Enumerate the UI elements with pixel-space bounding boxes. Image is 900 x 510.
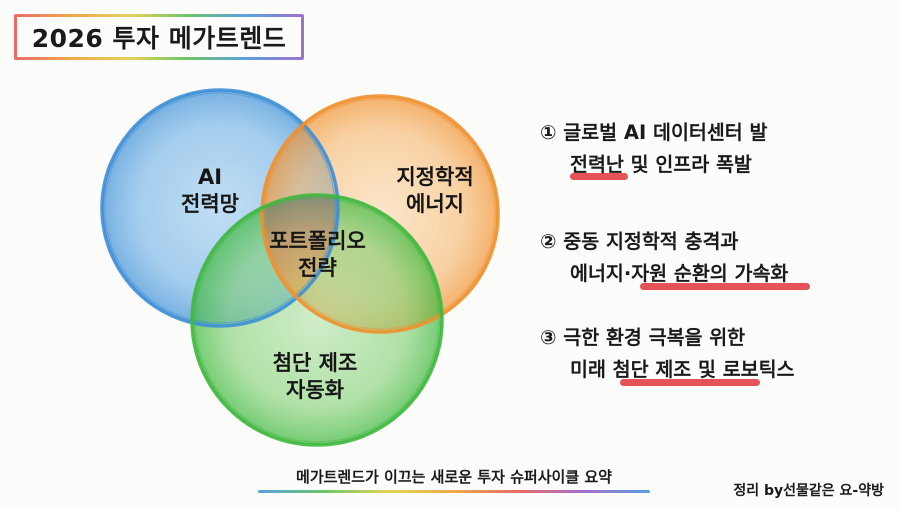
point-2-line1: ② 중동 지정학적 충격과 — [540, 230, 739, 253]
venn-label-mfg: 첨단 제조 자동화 — [240, 350, 390, 404]
venn-label-mfg-line1: 첨단 제조 — [272, 351, 358, 375]
venn-label-geo-line2: 에너지 — [406, 192, 464, 216]
title-box: 2026 투자 메가트렌드 — [14, 14, 304, 60]
point-3-line1: ③ 극한 환경 극복을 위한 — [540, 326, 746, 349]
highlight-underline — [640, 283, 810, 290]
page-title: 2026 투자 메가트렌드 — [31, 24, 287, 53]
venn-label-ai: AI 전력망 — [145, 164, 275, 218]
point-1-line1: ① 글로벌 AI 데이터센터 발 — [540, 121, 768, 144]
venn-label-ai-line1: AI — [197, 165, 223, 189]
venn-label-geo-line1: 지정학적 — [396, 165, 474, 189]
point-3: ③ 극한 환경 극복을 위한 미래 첨단 제조 및 로보틱스 — [540, 322, 795, 386]
venn-label-center: 포트폴리오 전략 — [245, 228, 390, 282]
highlight-underline — [620, 379, 760, 386]
venn-label-geo: 지정학적 에너지 — [365, 164, 505, 218]
venn-label-ai-line2: 전력망 — [181, 192, 239, 216]
point-1-line2: 전력난 및 인프라 폭발 — [570, 153, 752, 176]
venn-circle-mfg — [192, 195, 442, 445]
footer-rainbow-line — [258, 490, 650, 493]
credit-text: 정리 by선물같은 요-약방 — [733, 483, 884, 499]
point-1-line2-wrap: 전력난 및 인프라 폭발 — [540, 149, 767, 181]
point-3-line2-wrap: 미래 첨단 제조 및 로보틱스 — [540, 354, 795, 386]
venn-label-center-line1: 포트폴리오 — [269, 229, 366, 253]
footer-caption: 메가트렌드가 이끄는 새로운 투자 슈퍼사이클 요약 — [296, 468, 612, 486]
venn-label-center-line2: 전략 — [298, 256, 337, 280]
highlight-underline — [570, 173, 628, 180]
venn-label-mfg-line2: 자동화 — [286, 378, 344, 402]
point-2-line2: 에너지·자원 순환의 가속화 — [570, 262, 789, 285]
point-2: ② 중동 지정학적 충격과 에너지·자원 순환의 가속화 — [540, 226, 810, 290]
point-1: ① 글로벌 AI 데이터센터 발 전력난 및 인프라 폭발 — [540, 117, 767, 181]
point-3-line2: 미래 첨단 제조 및 로보틱스 — [570, 358, 795, 381]
point-2-line2-wrap: 에너지·자원 순환의 가속화 — [540, 258, 810, 290]
